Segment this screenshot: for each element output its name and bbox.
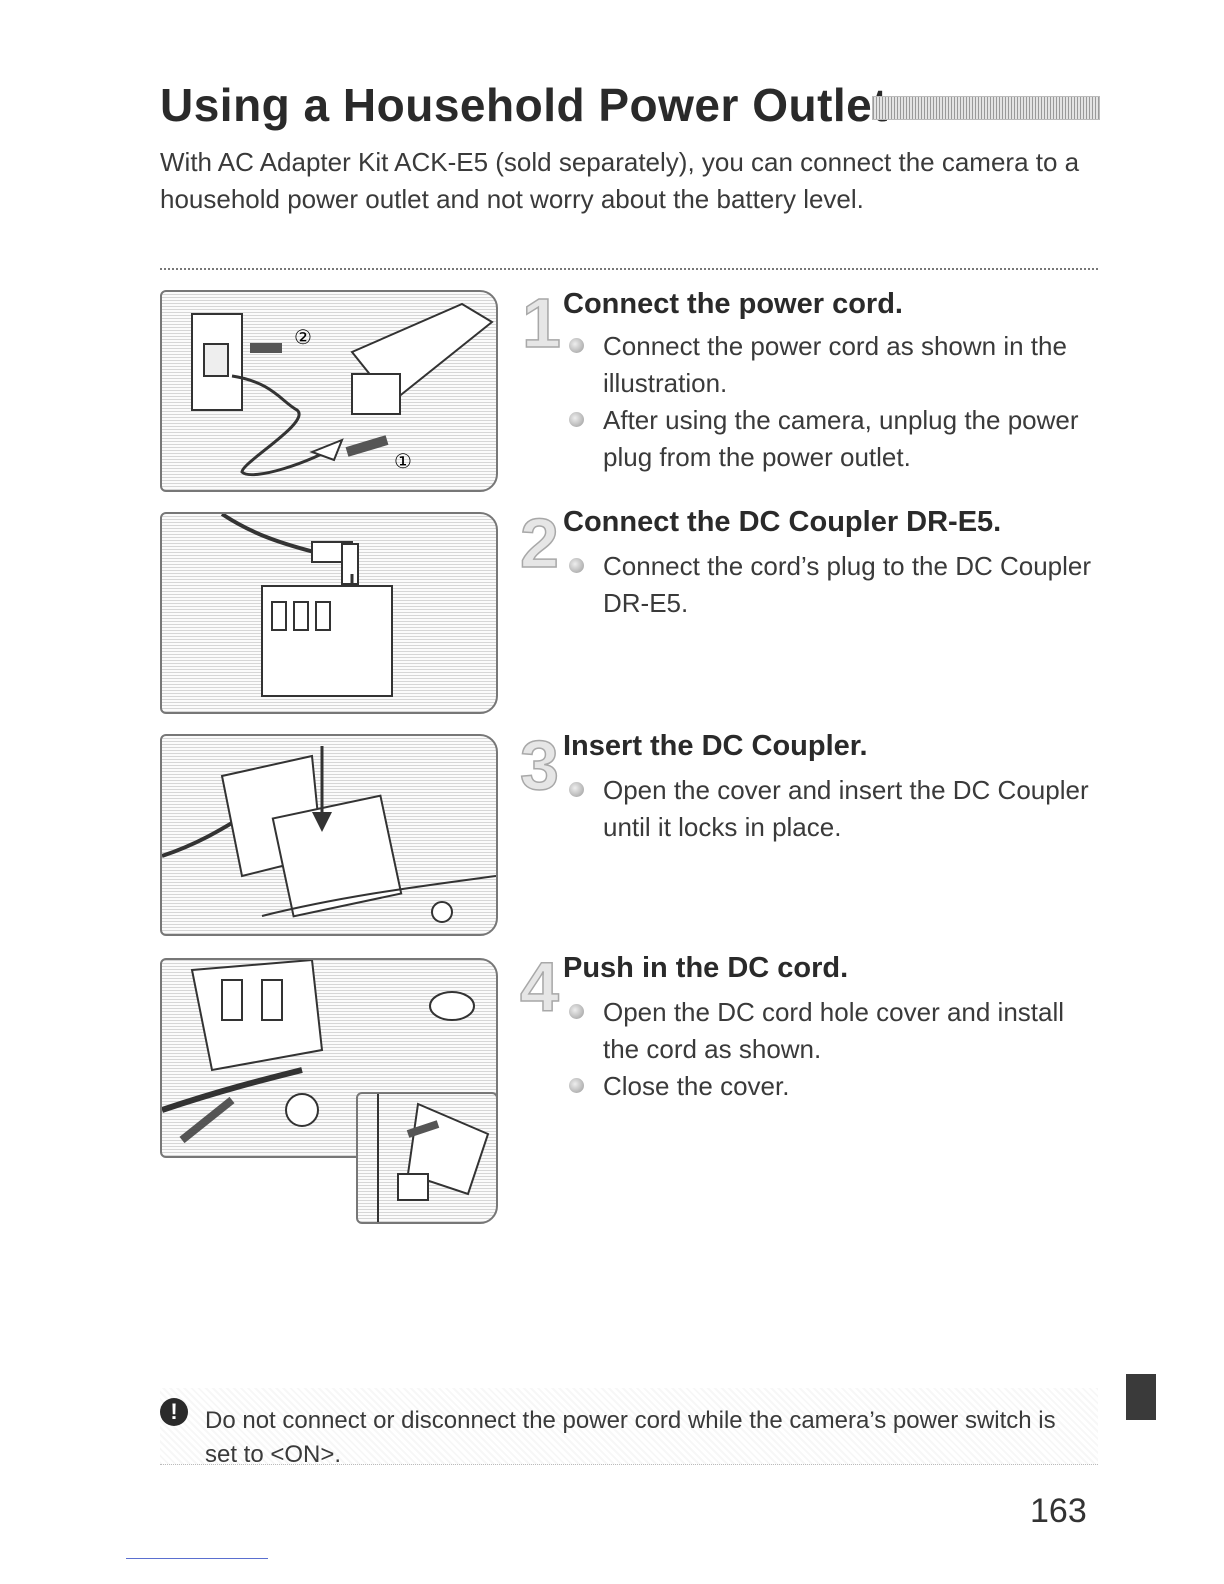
list-item: Connect the power cord as shown in the i… — [565, 328, 1105, 402]
bullet-icon — [569, 338, 584, 353]
caution-text: Do not connect or disconnect the power c… — [205, 1407, 1056, 1468]
illustration-dc-cord-hole — [160, 958, 498, 1158]
page-number: 163 — [1030, 1492, 1087, 1530]
illustration-insert-coupler — [160, 734, 498, 936]
callout-1: ① — [394, 451, 412, 473]
caution-box — [160, 1388, 1098, 1465]
step-number-1: 1 — [521, 284, 561, 362]
step-1-bullets: Connect the power cord as shown in the i… — [565, 328, 1105, 476]
bullet-icon — [569, 412, 584, 427]
list-item: Open the cover and insert the DC Coupler… — [565, 772, 1105, 846]
step-4-bullets: Open the DC cord hole cover and install … — [565, 994, 1105, 1105]
callout-2: ② — [294, 327, 312, 349]
step-4-title: Push in the DC cord. — [563, 952, 849, 984]
bullet-icon — [569, 558, 584, 573]
illustration-power-cord: ② ① — [160, 290, 498, 492]
bullet-icon — [569, 782, 584, 797]
step-2-title: Connect the DC Coupler DR-E5. — [563, 506, 1002, 538]
step-number-3: 3 — [519, 726, 559, 804]
footer-rule — [126, 1558, 268, 1559]
caution-icon: ! — [160, 1398, 188, 1426]
list-item: Close the cover. — [565, 1068, 1105, 1105]
intro-paragraph: With AC Adapter Kit ACK-E5 (sold separat… — [160, 147, 1080, 214]
list-item: Open the DC cord hole cover and install … — [565, 994, 1105, 1068]
step-number-2: 2 — [519, 504, 559, 582]
step-number-4: 4 — [519, 948, 559, 1026]
list-item: Connect the cord’s plug to the DC Couple… — [565, 548, 1105, 622]
step-3-title: Insert the DC Coupler. — [563, 730, 868, 762]
step-2-bullets: Connect the cord’s plug to the DC Couple… — [565, 548, 1105, 622]
list-item: After using the camera, unplug the power… — [565, 402, 1105, 476]
title-decoration-bar — [872, 96, 1100, 120]
illustration-dc-coupler-connect — [160, 512, 498, 714]
page-title: Using a Household Power Outlet — [160, 79, 889, 131]
step-1-title: Connect the power cord. — [563, 288, 903, 320]
bullet-icon — [569, 1004, 584, 1019]
section-tab-marker — [1126, 1374, 1156, 1420]
bullet-icon — [569, 1078, 584, 1093]
inset-illustration-close-cover — [356, 1092, 498, 1224]
section-divider — [160, 268, 1098, 270]
step-3-bullets: Open the cover and insert the DC Coupler… — [565, 772, 1105, 846]
